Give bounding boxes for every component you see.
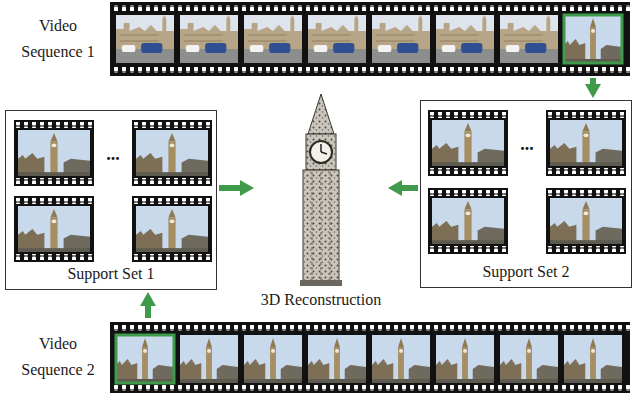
flow-arrow [585, 78, 601, 98]
video-sequence: Video Sequence 1 [5, 2, 632, 76]
video-frame [308, 335, 366, 383]
support-image [14, 120, 94, 186]
video-frame [372, 15, 430, 63]
ellipsis-mark: ... [516, 135, 538, 154]
video-frame [500, 15, 558, 63]
video-frame [116, 335, 174, 383]
support-set-box: Support Set 1 [5, 110, 217, 290]
flow-arrow [140, 292, 156, 318]
film-strip [110, 2, 630, 76]
frame-highlight [564, 15, 622, 63]
support-image [546, 188, 626, 254]
arrow-head [240, 180, 254, 196]
video-frame [116, 15, 174, 63]
support-image [132, 196, 212, 262]
flow-arrow [219, 180, 254, 196]
video-frame [564, 15, 622, 63]
ellipsis-label: ... [520, 134, 534, 154]
node-label: Support Set 1 [67, 264, 154, 284]
node-label: Support Set 2 [482, 262, 569, 282]
arrow-head [388, 180, 402, 196]
video-frame [500, 335, 558, 383]
arrow-head [585, 84, 601, 98]
ellipsis-mark: ... [102, 145, 124, 164]
video-frame [436, 15, 494, 63]
flow-arrow [388, 180, 418, 196]
ellipsis-label: ... [106, 144, 120, 164]
reconstruction-node: 3D Reconstruction [256, 92, 386, 312]
video-frame [180, 15, 238, 63]
arrow-shaft [219, 185, 242, 191]
support-image [132, 120, 212, 186]
arrow-shaft [145, 304, 151, 318]
film-strip [110, 322, 630, 393]
frame-highlight [116, 335, 174, 383]
node-label: Video Sequence 2 [13, 331, 103, 383]
video-frame [308, 15, 366, 63]
support-set-box: Support Set 2 [420, 100, 632, 288]
reconstruction-model [300, 94, 342, 286]
arrow-shaft [400, 185, 418, 191]
support-image [428, 188, 508, 254]
video-frame [180, 335, 238, 383]
support-image [546, 110, 626, 176]
video-sequence: Video Sequence 2 [5, 320, 632, 393]
support-image [428, 110, 508, 176]
video-frame [244, 335, 302, 383]
video-frame [244, 15, 302, 63]
node-label: Video Sequence 1 [13, 13, 103, 65]
video-frame [372, 335, 430, 383]
arrow-head [140, 292, 156, 306]
video-frame [436, 335, 494, 383]
node-label: 3D Reconstruction [261, 290, 381, 310]
support-image [14, 196, 94, 262]
video-frame [564, 335, 622, 383]
